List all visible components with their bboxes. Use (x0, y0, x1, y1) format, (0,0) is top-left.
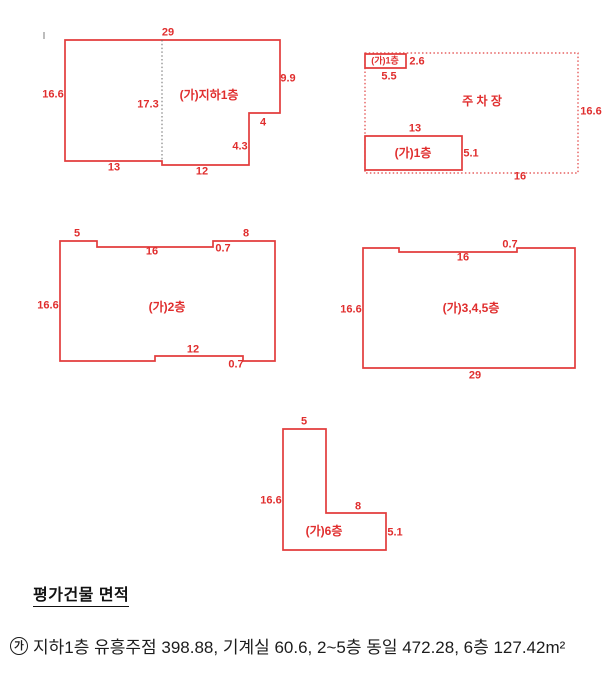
area-summary-text: 지하1층 유흥주점 398.88, 기계실 60.6, 2~5층 동일 472.… (33, 638, 566, 657)
ground-1f-parking-solid-outline (364, 135, 463, 171)
circled-ga-marker: 가 (10, 636, 28, 655)
scan-speck-artifact (43, 32, 45, 39)
floor-345f-solid-outline (362, 247, 576, 369)
ground-1f-parking-dotted-outline (364, 52, 579, 174)
ground-1f-parking-solid-outline (364, 53, 407, 69)
basement-1f-solid-outline (64, 39, 281, 166)
section-heading: 평가건물 면적 (33, 581, 130, 607)
floor-2f-solid-outline (59, 240, 276, 362)
area-summary-line: 가 지하1층 유흥주점 398.88, 기계실 60.6, 2~5층 동일 47… (10, 633, 606, 658)
floor-6f-solid-outline (282, 428, 387, 551)
